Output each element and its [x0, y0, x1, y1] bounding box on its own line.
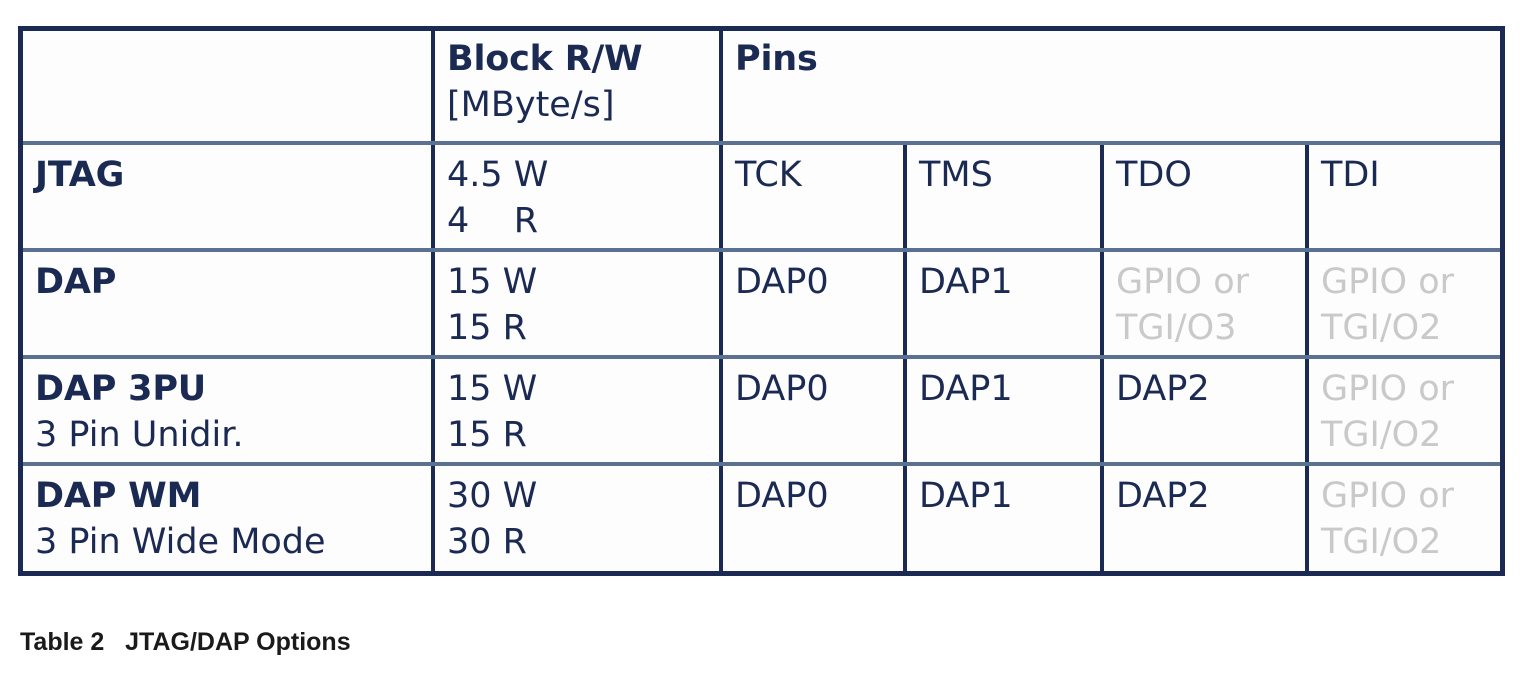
row-label-dap-3pu: DAP 3PU 3 Pin Unidir.: [23, 357, 435, 466]
pin-alt-function: GPIO or TGI/O2: [1321, 367, 1500, 458]
throughput-read: 15 R: [447, 307, 527, 348]
pin-value: DAP2: [1116, 369, 1210, 409]
row-label-dap-wm: DAP WM 3 Pin Wide Mode: [23, 464, 435, 571]
cell-pin-1: DAP0: [721, 464, 907, 571]
header-cell-pins: Pins: [721, 31, 1501, 145]
cell-pin-1: DAP0: [721, 250, 907, 359]
cell-throughput-dap-wm: 30 W 30 R: [433, 464, 723, 571]
header-cell-blank: [23, 31, 435, 145]
row-name: JTAG: [35, 155, 125, 195]
cell-pin-3: DAP2: [1102, 357, 1309, 466]
cell-pin-4: GPIO or TGI/O2: [1307, 464, 1501, 571]
header-pins-title: Pins: [735, 39, 818, 79]
pin-alt-function: GPIO or TGI/O2: [1321, 260, 1500, 351]
table-row: DAP 3PU 3 Pin Unidir. 15 W 15 R DAP0 DAP…: [23, 357, 1501, 466]
cell-pin-1: DAP0: [721, 357, 907, 466]
pin-value: DAP0: [735, 476, 829, 516]
pin-value: TCK: [735, 155, 802, 195]
row-label-dap: DAP: [23, 250, 435, 359]
pin-value: DAP1: [919, 262, 1013, 302]
cell-throughput-jtag: 4.5 W 4 R: [433, 143, 723, 252]
row-subtitle: 3 Pin Unidir.: [35, 414, 244, 455]
throughput-write: 15 W: [447, 262, 538, 302]
pin-value: TMS: [919, 155, 993, 195]
header-throughput-title: Block R/W: [447, 39, 643, 79]
row-name: DAP 3PU: [35, 369, 207, 409]
jtag-dap-options-table: Block R/W [MByte/s] Pins JTAG 4.5 W: [18, 26, 1505, 576]
pin-alt-line-1: GPIO or: [1116, 262, 1250, 302]
pin-value: DAP1: [919, 369, 1013, 409]
pin-value: DAP1: [919, 476, 1013, 516]
cell-pin-2: DAP1: [905, 250, 1104, 359]
pin-value: DAP0: [735, 369, 829, 409]
pin-value: TDO: [1116, 155, 1192, 195]
table-row: JTAG 4.5 W 4 R TCK TMS TDO: [23, 143, 1501, 252]
cell-pin-4: GPIO or TGI/O2: [1307, 250, 1501, 359]
cell-pin-2: TMS: [905, 143, 1104, 252]
pin-alt-function: GPIO or TGI/O3: [1116, 260, 1303, 351]
spec-table: Block R/W [MByte/s] Pins JTAG 4.5 W: [23, 31, 1501, 571]
pin-alt-function: GPIO or TGI/O2: [1321, 474, 1500, 565]
row-name: DAP WM: [35, 476, 202, 516]
cell-pin-4: TDI: [1307, 143, 1501, 252]
table-header-row: Block R/W [MByte/s] Pins: [23, 31, 1501, 145]
cell-pin-3: DAP2: [1102, 464, 1309, 571]
pin-value: DAP0: [735, 262, 829, 302]
pin-value: DAP2: [1116, 476, 1210, 516]
cell-throughput-dap: 15 W 15 R: [433, 250, 723, 359]
pin-alt-line-2: TGI/O2: [1321, 307, 1442, 348]
pin-alt-line-1: GPIO or: [1321, 369, 1455, 409]
throughput-write: 4.5 W: [447, 155, 549, 195]
header-throughput-units: [MByte/s]: [447, 84, 615, 125]
cell-pin-3: TDO: [1102, 143, 1309, 252]
pin-value: TDI: [1321, 155, 1380, 195]
table-row: DAP WM 3 Pin Wide Mode 30 W 30 R DAP0 DA…: [23, 464, 1501, 571]
row-name: DAP: [35, 262, 117, 302]
cell-pin-1: TCK: [721, 143, 907, 252]
cell-pin-2: DAP1: [905, 464, 1104, 571]
row-subtitle: 3 Pin Wide Mode: [35, 521, 326, 562]
pin-alt-line-1: GPIO or: [1321, 476, 1455, 516]
table-caption: Table 2 JTAG/DAP Options: [20, 628, 351, 656]
row-label-jtag: JTAG: [23, 143, 435, 252]
header-cell-throughput: Block R/W [MByte/s]: [433, 31, 723, 145]
pin-alt-line-2: TGI/O2: [1321, 414, 1442, 455]
cell-pin-3: GPIO or TGI/O3: [1102, 250, 1309, 359]
cell-pin-2: DAP1: [905, 357, 1104, 466]
throughput-read: 15 R: [447, 414, 527, 455]
cell-pin-4: GPIO or TGI/O2: [1307, 357, 1501, 466]
throughput-write: 30 W: [447, 476, 538, 516]
pin-alt-line-2: TGI/O3: [1116, 307, 1237, 348]
throughput-read: 30 R: [447, 521, 527, 562]
pin-alt-line-1: GPIO or: [1321, 262, 1455, 302]
cell-throughput-dap-3pu: 15 W 15 R: [433, 357, 723, 466]
table-row: DAP 15 W 15 R DAP0 DAP1: [23, 250, 1501, 359]
throughput-write: 15 W: [447, 369, 538, 409]
throughput-read: 4 R: [447, 200, 539, 241]
pin-alt-line-2: TGI/O2: [1321, 521, 1442, 562]
